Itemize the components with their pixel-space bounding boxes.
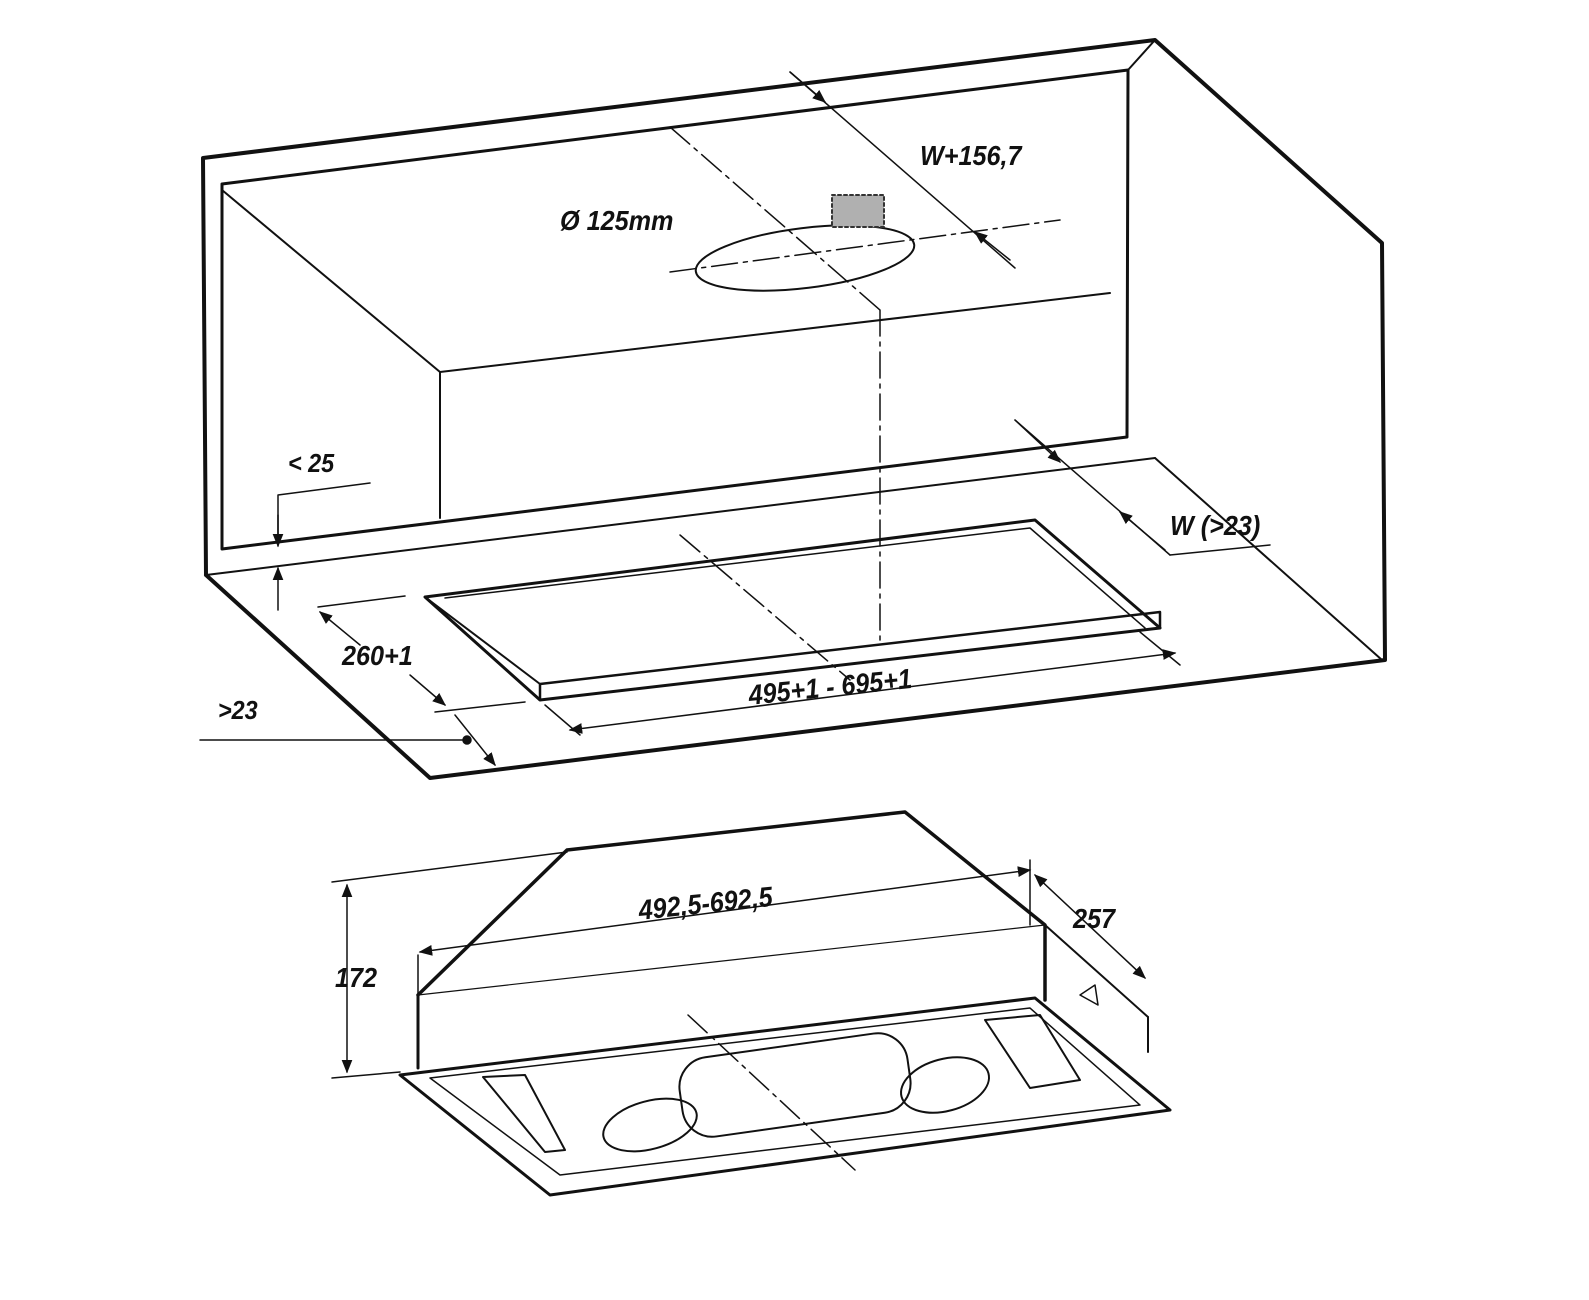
hood-depth-label: 257: [1073, 903, 1116, 934]
cabinet-cutout: [423, 518, 1162, 702]
bulb-right: [900, 1056, 990, 1114]
cutout-depth-label: 260+1: [342, 640, 413, 671]
duct-offset-label: W+156,7: [920, 140, 1022, 171]
cabinet-outline: [201, 38, 1387, 780]
lip-max-label: < 25: [288, 448, 335, 478]
side-clearance-label: W (>23): [1170, 510, 1261, 541]
hood-unit: [398, 810, 1172, 1197]
duct-opening: [694, 194, 916, 292]
duct-diameter-label: Ø 125mm: [560, 205, 674, 236]
front-clearance-label: >23: [218, 695, 258, 725]
hood-dimension-lines: [331, 851, 1146, 1079]
duct-stub: [831, 194, 885, 228]
fan-motor: [678, 1032, 912, 1138]
hood-height-label: 172: [335, 962, 378, 993]
bulb-left: [602, 1097, 698, 1153]
dimension-lines: [199, 71, 1271, 767]
